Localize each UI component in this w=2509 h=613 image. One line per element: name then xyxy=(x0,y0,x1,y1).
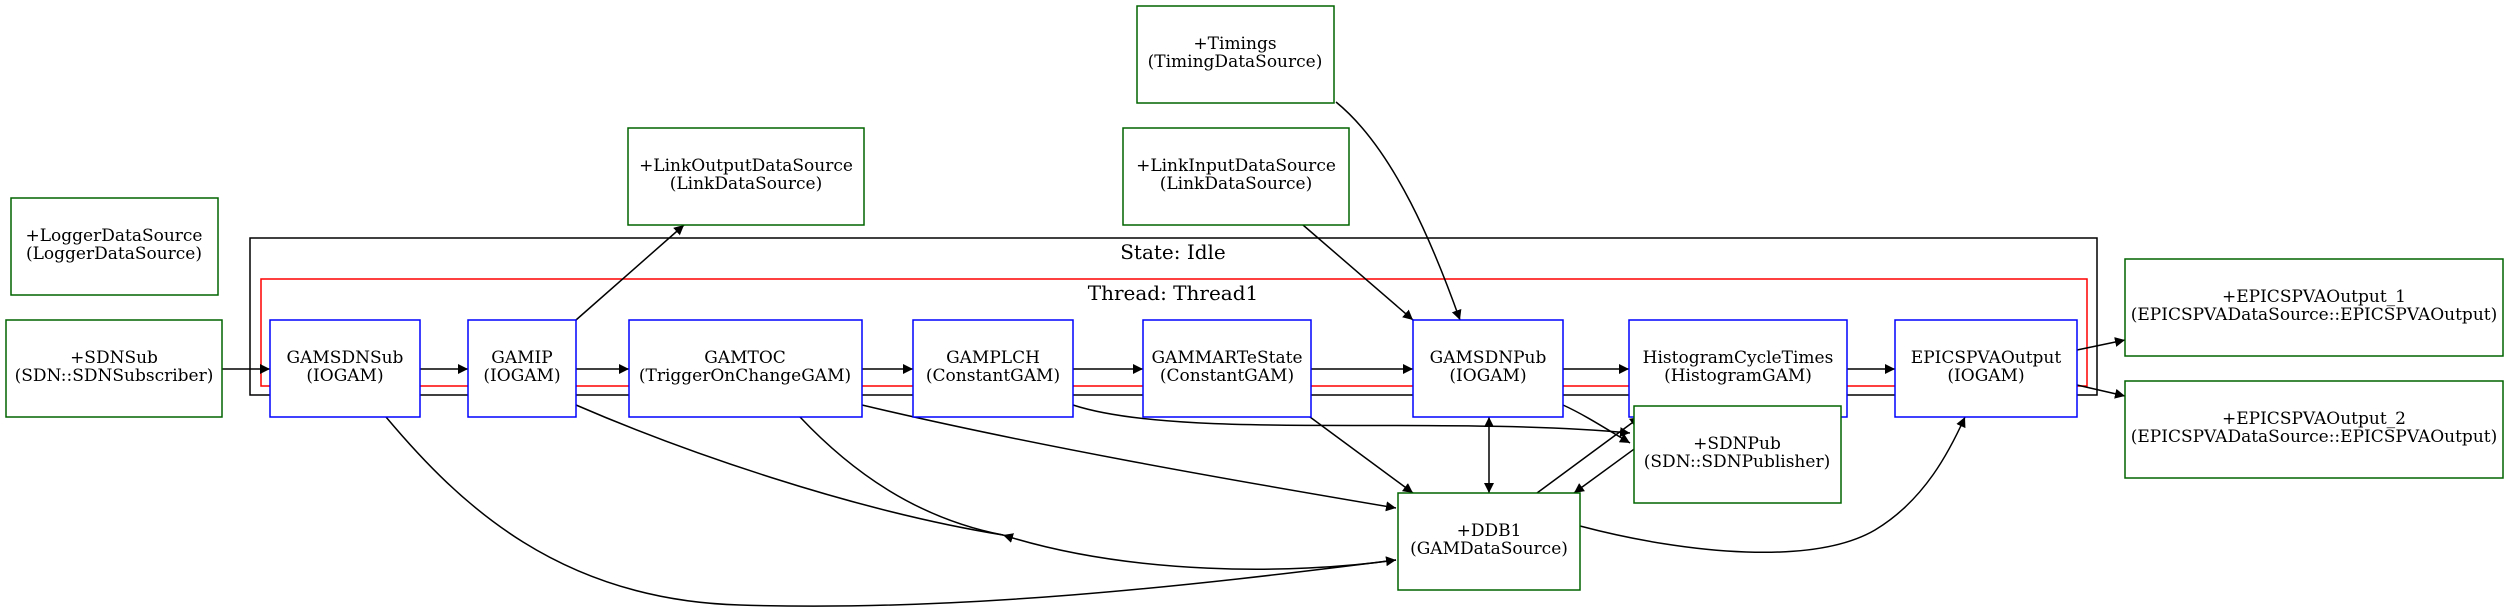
edge-gamsdnpub-sdnpub xyxy=(1562,404,1631,444)
gam-node-name: GAMTOC xyxy=(704,348,786,368)
gam-node-name: GAMSDNPub xyxy=(1430,348,1547,368)
edges xyxy=(222,101,2126,607)
datasource-node-name: +LinkOutputDataSource xyxy=(639,156,853,176)
gam-node-name: EPICSPVAOutput xyxy=(1911,348,2062,368)
thread-label: Thread: Thread1 xyxy=(1088,281,1259,305)
gam-node-type: (IOGAM) xyxy=(1947,366,2024,386)
state-label: State: Idle xyxy=(1120,240,1226,264)
gam-node-type: (TriggerOnChangeGAM) xyxy=(639,366,851,386)
datasource-node-linkoutputdatasource[interactable]: +LinkOutputDataSource (LinkDataSource) xyxy=(627,127,865,226)
gam-node-gamsdnpub[interactable]: GAMSDNPub (IOGAM) xyxy=(1412,319,1564,418)
gam-node-name: GAMMARTeState xyxy=(1151,348,1302,368)
datasource-node-type: (TimingDataSource) xyxy=(1148,52,1323,72)
gam-node-gamip[interactable]: GAMIP (IOGAM) xyxy=(467,319,577,418)
edge-gammartestate-ddb1 xyxy=(1309,416,1414,494)
edge-ddb1-junction xyxy=(1002,533,1397,570)
gam-node-gammartestate[interactable]: GAMMARTeState (ConstantGAM) xyxy=(1142,319,1312,418)
datasource-node-sdnpub[interactable]: +SDNPub (SDN::SDNPublisher) xyxy=(1633,405,1842,504)
gam-node-type: (IOGAM) xyxy=(306,366,383,386)
datasource-node-epicspvaoutput1[interactable]: +EPICSPVAOutput_1 (EPICSPVADataSource::E… xyxy=(2124,258,2504,357)
gam-node-type: (IOGAM) xyxy=(1449,366,1526,386)
edge-ddb1-histogramcycletimes xyxy=(1536,416,1641,494)
gam-node-gamsdnsub[interactable]: GAMSDNSub (IOGAM) xyxy=(269,319,421,418)
datasource-node-sdnsub[interactable]: +SDNSub (SDN::SDNSubscriber) xyxy=(5,319,223,418)
datasource-node-name: +DDB1 xyxy=(1457,521,1522,541)
datasource-node-name: +LoggerDataSource xyxy=(26,226,203,246)
datasource-node-name: +SDNSub xyxy=(70,348,158,368)
datasource-node-ddb1[interactable]: +DDB1 (GAMDataSource) xyxy=(1397,492,1581,591)
datasource-node-epicspvaoutput2[interactable]: +EPICSPVAOutput_2 (EPICSPVADataSource::E… xyxy=(2124,380,2504,479)
datasource-node-type: (EPICSPVADataSource::EPICSPVAOutput) xyxy=(2131,305,2497,325)
edge-gamplch-sdnpub xyxy=(1072,404,1631,438)
edge-ddb1-epicspvaoutput xyxy=(1579,416,1966,554)
edge-timings-gamsdnpub xyxy=(1335,101,1462,321)
edge-epicspvaoutput-epicspva1 xyxy=(2076,337,2126,351)
gam-node-epicspvaoutput[interactable]: EPICSPVAOutput (IOGAM) xyxy=(1894,319,2078,418)
gam-node-name: GAMPLCH xyxy=(946,348,1040,368)
datasource-nodes: +LoggerDataSource (LoggerDataSource) +SD… xyxy=(5,5,2504,591)
datasource-node-loggerdatasource[interactable]: +LoggerDataSource (LoggerDataSource) xyxy=(10,197,219,296)
edge-epicspvaoutput-epicspva2 xyxy=(2076,384,2126,399)
gam-node-name: HistogramCycleTimes xyxy=(1643,348,1834,368)
datasource-node-name: +LinkInputDataSource xyxy=(1136,156,1336,176)
gam-node-type: (HistogramGAM) xyxy=(1664,366,1812,386)
edge-gamtoc-ddb1 xyxy=(861,404,1397,512)
datasource-node-linkinputdatasource[interactable]: +LinkInputDataSource (LinkDataSource) xyxy=(1122,127,1350,226)
datasource-node-name: +Timings xyxy=(1193,34,1276,54)
edge-gamsdnsub-ddb1 xyxy=(385,416,1397,607)
datasource-node-timings[interactable]: +Timings (TimingDataSource) xyxy=(1136,5,1335,104)
datasource-node-type: (LoggerDataSource) xyxy=(26,244,202,264)
gam-node-name: GAMIP xyxy=(491,348,552,368)
gam-node-gamplch[interactable]: GAMPLCH (ConstantGAM) xyxy=(912,319,1074,418)
datasource-node-type: (SDN::SDNPublisher) xyxy=(1644,452,1830,472)
edge-gamip-linkoutputdatasource xyxy=(575,224,685,321)
gam-node-type: (ConstantGAM) xyxy=(926,366,1060,386)
gam-node-name: GAMSDNSub xyxy=(287,348,404,368)
datasource-node-type: (LinkDataSource) xyxy=(1160,174,1313,194)
gam-nodes: GAMSDNSub (IOGAM) GAMIP (IOGAM) GAMTOC (… xyxy=(269,319,2078,418)
edge-gamtoc-junction xyxy=(799,416,1004,536)
datasource-node-type: (GAMDataSource) xyxy=(1410,539,1568,559)
edge-gamip-junction xyxy=(575,404,1004,536)
datasource-node-name: +EPICSPVAOutput_1 xyxy=(2222,287,2406,307)
edge-linkinputdatasource-gamsdnpub xyxy=(1302,224,1414,321)
datasource-node-type: (SDN::SDNSubscriber) xyxy=(15,366,214,386)
datasource-node-name: +SDNPub xyxy=(1693,434,1781,454)
gam-node-type: (ConstantGAM) xyxy=(1160,366,1294,386)
datasource-node-type: (EPICSPVADataSource::EPICSPVAOutput) xyxy=(2131,427,2497,447)
datasource-node-type: (LinkDataSource) xyxy=(670,174,823,194)
gam-node-histogramcycletimes[interactable]: HistogramCycleTimes (HistogramGAM) xyxy=(1628,319,1848,418)
gam-node-type: (IOGAM) xyxy=(483,366,560,386)
gam-node-gamtoc[interactable]: GAMTOC (TriggerOnChangeGAM) xyxy=(628,319,863,418)
datasource-node-name: +EPICSPVAOutput_2 xyxy=(2222,409,2406,429)
